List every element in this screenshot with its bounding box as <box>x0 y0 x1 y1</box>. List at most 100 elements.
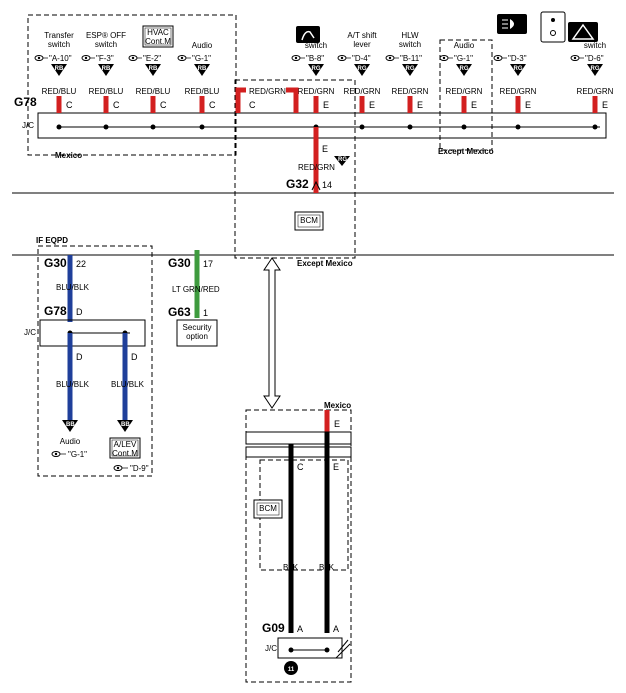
blu-blk-label-left: BLU/BLK <box>56 380 90 389</box>
eye-icon-pupil <box>442 56 446 60</box>
eye-icon-pupil <box>496 56 500 60</box>
alev-ref: "D-9" <box>130 464 149 473</box>
double-arrow <box>263 257 281 409</box>
g30-pin-17: 17 <box>203 259 213 269</box>
eye-icon-pupil <box>131 56 135 60</box>
g09-pin-e: E <box>333 462 339 472</box>
g32-pin: 14 <box>322 180 332 190</box>
eye-icon <box>51 451 66 457</box>
device-ref: "D-6" <box>585 54 604 63</box>
g30-pin-22: 22 <box>76 259 86 269</box>
device-badge <box>587 64 603 76</box>
jc-bottom-label: J/C <box>265 644 277 653</box>
device-ref: "E-2" <box>143 54 161 63</box>
jc-box-left <box>39 319 146 347</box>
mexico-region <box>27 14 237 156</box>
device-badge-text: RG <box>460 66 469 72</box>
device-ref: "F-3" <box>96 54 114 63</box>
bb-badge-right-text: BB <box>121 422 130 428</box>
g30-connector-b: G30 <box>168 256 191 270</box>
device-badge <box>402 64 418 76</box>
g09-connector: G09 <box>262 621 285 635</box>
device-badge <box>51 64 67 76</box>
except-mexico-region-bcm <box>234 79 356 259</box>
g32-wire-label: RED/GRN <box>298 163 335 172</box>
device-wire-label: RED/GRN <box>298 87 335 96</box>
device-badge-text: RG <box>591 66 600 72</box>
device-badge-text: RG <box>514 66 523 72</box>
device-wire-label: RED/GRN <box>500 87 537 96</box>
lt-grn-label: LT GRN/RED <box>172 285 220 294</box>
fog-lamp-icon <box>497 14 527 34</box>
splice-node <box>359 124 365 130</box>
g30-connector-a: G30 <box>44 256 67 270</box>
light-switch-icon <box>540 11 566 43</box>
device-badge <box>308 64 324 76</box>
device-name: Audio <box>454 41 475 50</box>
device-badge-text: RG <box>358 66 367 72</box>
device-badge-text: RB <box>149 66 158 72</box>
device-wire-label: RED/BLU <box>42 87 77 96</box>
device-badge <box>510 64 526 76</box>
device-badge <box>456 64 472 76</box>
jc-box-bottom <box>277 637 343 659</box>
eye-icon-pupil <box>388 56 392 60</box>
eye-icon-pupil <box>180 56 184 60</box>
device-pin: E <box>602 100 608 110</box>
g09-pin-a1: A <box>297 624 303 634</box>
bottom-region <box>245 409 352 683</box>
security-option-box <box>176 319 218 347</box>
g32-badge-text: RG <box>338 157 347 163</box>
device-ref: "B-11" <box>400 54 422 63</box>
splice-node <box>150 124 156 130</box>
bcm-module: BCM <box>294 211 324 231</box>
device-badge-text: RG <box>312 66 321 72</box>
loop-wire-label-box <box>246 85 286 96</box>
audio-name: Audio <box>60 437 81 446</box>
device-pin: E <box>471 100 477 110</box>
device-badge <box>354 64 370 76</box>
device-pin: E <box>417 100 423 110</box>
splice-node <box>199 124 205 130</box>
g32-connector-mark <box>311 180 321 191</box>
device-pin: C <box>113 100 120 110</box>
device-ref: "B-8" <box>306 54 324 63</box>
bcm-module-bottom: BCM <box>253 499 283 519</box>
except-mexico-region-audio <box>439 39 493 151</box>
g32-badge <box>334 156 350 166</box>
device-ref: "D-3" <box>508 54 527 63</box>
device-ref: "G-1" <box>192 54 211 63</box>
device-pin: C <box>160 100 167 110</box>
splice-node <box>515 124 521 130</box>
jc-bottom-node <box>288 647 294 653</box>
ground-icon <box>335 639 351 659</box>
device-badge <box>145 64 161 76</box>
bottom-mexico-label: Mexico <box>324 401 351 410</box>
g32-connector: G32 <box>286 177 309 191</box>
device-pin: C <box>209 100 216 110</box>
g09-pin-a2: A <box>333 624 339 634</box>
bb-badge-left-text: BB <box>66 422 75 428</box>
g78-pin-d: D <box>76 307 83 317</box>
eye-icon-pupil <box>84 56 88 60</box>
device-name: switch <box>305 41 327 50</box>
ground-number-circle <box>284 661 298 675</box>
device-wire-label: RED/BLU <box>136 87 171 96</box>
device-pin: E <box>369 100 375 110</box>
if-eqpd-region <box>37 245 153 477</box>
blu-blk-label: BLU/BLK <box>56 283 90 292</box>
top-device-3: "E-2" RB RED/BLU C <box>128 54 171 130</box>
device-badge-text: RB <box>55 66 64 72</box>
